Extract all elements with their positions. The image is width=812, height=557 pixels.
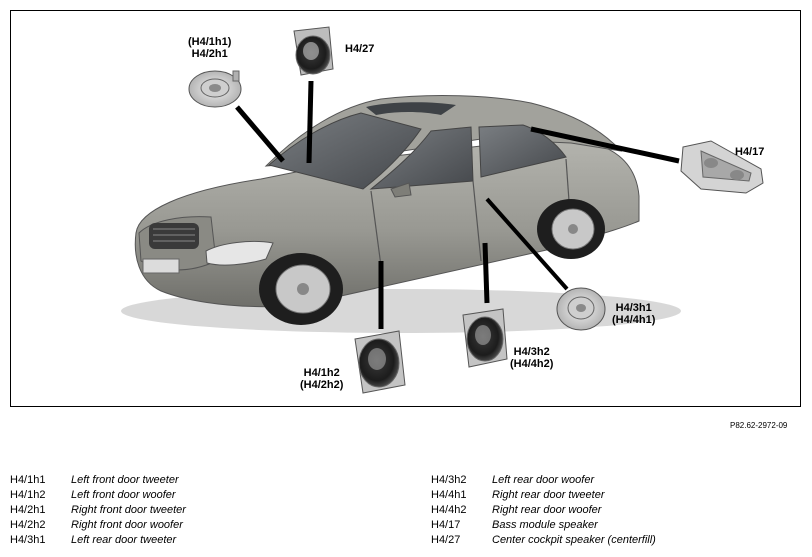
- legend-description: Right rear door tweeter: [492, 489, 605, 501]
- callout-bass-module: H4/17: [735, 146, 764, 158]
- callout-rear-tweeter: H4/3h1 (H4/4h1): [612, 302, 655, 326]
- legend-code: H4/3h1: [10, 534, 46, 546]
- leader-tweeter-front: [235, 105, 285, 163]
- legend-description: Left rear door tweeter: [71, 534, 177, 546]
- legend-description: Right front door woofer: [71, 519, 183, 531]
- callout-label: (H4/4h1): [612, 314, 656, 326]
- legend-description: Left front door tweeter: [71, 474, 179, 486]
- front-wheel: [259, 253, 343, 325]
- callout-label: (H4/1h1): [188, 36, 232, 48]
- center-cockpit-speaker-image: [293, 26, 334, 76]
- legend-code: H4/2h1: [10, 504, 46, 516]
- legend-code: H4/17: [431, 519, 461, 531]
- legend-description: Right front door tweeter: [71, 504, 186, 516]
- legend-row: H4/3h1 Left rear door tweeter: [10, 533, 186, 548]
- callout-label: (H4/2h2): [300, 379, 344, 391]
- legend-row: H4/17 Bass module speaker: [431, 518, 656, 533]
- legend-code: H4/3h2: [431, 474, 467, 486]
- callout-label: H4/3h1: [615, 302, 652, 314]
- legend-description: Left rear door woofer: [492, 474, 595, 486]
- rear-wheel: [537, 199, 605, 259]
- diagram-frame: (H4/1h1) H4/2h1 H4/27 H4/17 H4/3h1 (H4/4…: [10, 10, 801, 407]
- car-speaker-diagram: [121, 26, 764, 394]
- callout-label: H4/27: [345, 43, 375, 55]
- legend-code: H4/2h2: [10, 519, 46, 531]
- callout-front-tweeter: (H4/1h1) H4/2h1: [188, 36, 231, 60]
- leader-lines: [235, 80, 680, 329]
- bass-module-image: [680, 140, 764, 194]
- legend-row: H4/1h2 Left front door woofer: [10, 488, 186, 503]
- rear-tweeter-image: [556, 287, 606, 331]
- legend-row: H4/2h1 Right front door tweeter: [10, 503, 186, 518]
- legend-description: Right rear door woofer: [492, 504, 602, 516]
- legend-row: H4/2h2 Right front door woofer: [10, 518, 186, 533]
- legend-row: H4/4h2 Right rear door woofer: [431, 503, 656, 518]
- legend-row: H4/3h2 Left rear door woofer: [431, 473, 656, 488]
- legend-description: Bass module speaker: [492, 519, 598, 531]
- leader-rear-tweeter: [485, 197, 569, 291]
- leader-bass-module: [530, 126, 680, 164]
- legend-row: H4/1h1 Left front door tweeter: [10, 473, 186, 488]
- car-illustration: [121, 95, 681, 333]
- callout-label: H4/2h1: [191, 48, 228, 60]
- callout-label: (H4/4h2): [510, 358, 554, 370]
- callout-rear-woofer: H4/3h2 (H4/4h2): [510, 346, 553, 370]
- tweeter-front-image: [188, 70, 242, 108]
- legend-row: H4/27 Center cockpit speaker (centerfill): [431, 533, 656, 548]
- front-woofer-image: [354, 330, 406, 394]
- callout-front-woofer: H4/1h2 (H4/2h2): [300, 367, 343, 391]
- callout-label: H4/1h2: [303, 367, 340, 379]
- legend-code: H4/4h2: [431, 504, 467, 516]
- callout-label: H4/3h2: [513, 346, 550, 358]
- legend-code: H4/27: [431, 534, 461, 546]
- legend-code: H4/1h2: [10, 489, 46, 501]
- callout-label: H4/17: [735, 146, 765, 158]
- legend-code: H4/1h1: [10, 474, 46, 486]
- legend-description: Left front door woofer: [71, 489, 176, 501]
- legend-row: H4/4h1 Right rear door tweeter: [431, 488, 656, 503]
- callout-center-cockpit: H4/27: [345, 43, 374, 55]
- rear-woofer-image: [462, 308, 508, 368]
- leader-rear-woofer: [482, 242, 490, 304]
- legend-code: H4/4h1: [431, 489, 467, 501]
- figure-reference: P82.62-2972-09: [730, 421, 788, 430]
- leader-center-cockpit: [306, 80, 314, 164]
- legend-description: Center cockpit speaker (centerfill): [492, 534, 656, 546]
